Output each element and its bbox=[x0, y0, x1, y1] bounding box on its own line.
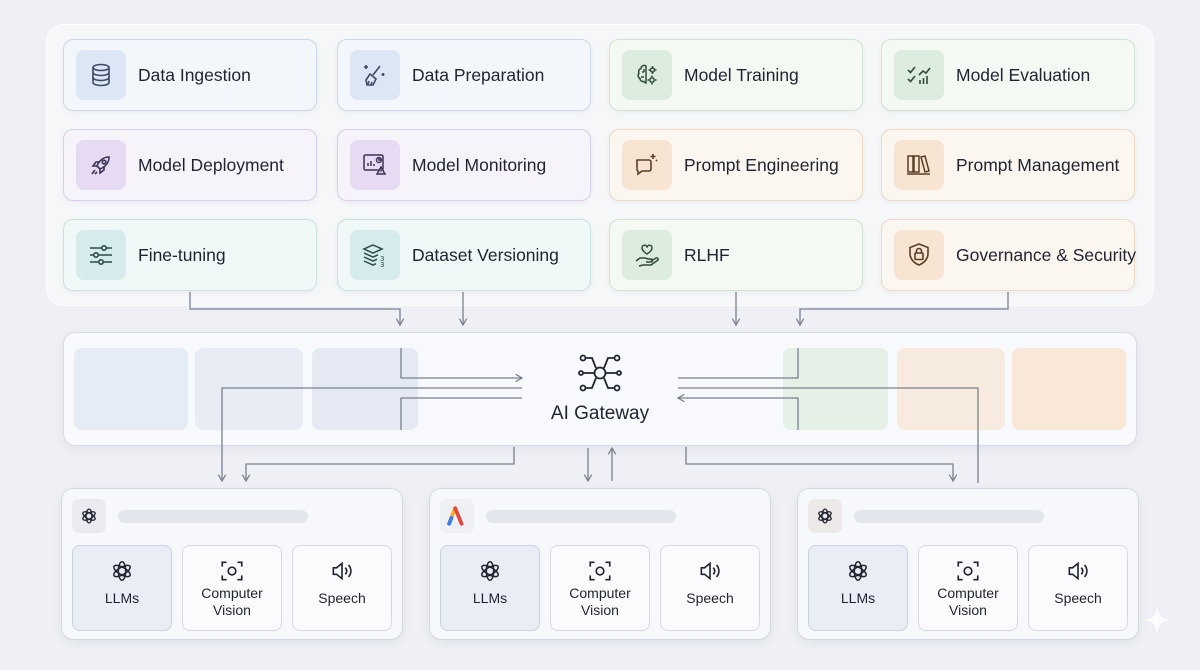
capability-speech[interactable]: Speech bbox=[660, 545, 760, 631]
network-hub-icon bbox=[578, 354, 622, 392]
capability-label: Speech bbox=[686, 590, 734, 606]
ai-gateway-label: AI Gateway bbox=[550, 403, 650, 424]
provider-card-2[interactable]: LLMs Computer Vision Speech bbox=[429, 488, 771, 640]
gateway-placeholder-tile bbox=[1012, 348, 1126, 430]
capability-speech[interactable]: Speech bbox=[292, 545, 392, 631]
tool-governance-security[interactable]: Governance & Security bbox=[881, 219, 1136, 291]
tool-prompt-management[interactable]: Prompt Management bbox=[881, 129, 1135, 201]
openai-logo-icon bbox=[72, 499, 106, 533]
speaker-icon bbox=[700, 561, 720, 581]
tool-label: Dataset Versioning bbox=[412, 244, 559, 265]
tool-data-ingestion[interactable]: Data Ingestion bbox=[63, 39, 317, 111]
capability-label: LLMs bbox=[472, 590, 508, 606]
tool-label: Model Monitoring bbox=[412, 154, 547, 175]
capability-computer-vision[interactable]: Computer Vision bbox=[550, 545, 650, 631]
svg-text:3: 3 bbox=[380, 261, 384, 269]
capability-label: Speech bbox=[1054, 590, 1102, 606]
capability-label: Computer Vision bbox=[569, 585, 631, 618]
sparkle-icon bbox=[1142, 604, 1172, 636]
tool-model-evaluation[interactable]: Model Evaluation bbox=[881, 39, 1135, 111]
openai-logo-icon bbox=[849, 561, 867, 581]
monitor-alert-icon bbox=[350, 140, 400, 190]
capability-label: Speech bbox=[318, 590, 366, 606]
tool-label: Prompt Engineering bbox=[684, 154, 839, 175]
focus-camera-icon bbox=[589, 561, 611, 581]
sliders-icon bbox=[76, 230, 126, 280]
tool-label: Data Ingestion bbox=[138, 64, 251, 85]
capability-computer-vision[interactable]: Computer Vision bbox=[918, 545, 1018, 631]
capability-llms[interactable]: LLMs bbox=[72, 545, 172, 631]
capability-label: Computer Vision bbox=[937, 585, 999, 618]
capability-llms[interactable]: LLMs bbox=[808, 545, 908, 631]
provider-card-1[interactable]: LLMs Computer Vision Speech bbox=[61, 488, 403, 640]
tool-model-deployment[interactable]: Model Deployment bbox=[63, 129, 317, 201]
capability-label: Computer Vision bbox=[201, 585, 263, 618]
capability-llms[interactable]: LLMs bbox=[440, 545, 540, 631]
brain-gear-icon bbox=[622, 50, 672, 100]
shield-lock-icon bbox=[894, 230, 944, 280]
tool-rlhf[interactable]: RLHF bbox=[609, 219, 863, 291]
arrow-gateway-to-provider bbox=[241, 447, 515, 483]
openai-logo-icon bbox=[481, 561, 499, 581]
speaker-icon bbox=[1068, 561, 1088, 581]
checks-chart-icon bbox=[894, 50, 944, 100]
focus-camera-icon bbox=[957, 561, 979, 581]
binders-icon bbox=[894, 140, 944, 190]
tool-label: Model Evaluation bbox=[956, 64, 1091, 85]
tool-model-monitoring[interactable]: Model Monitoring bbox=[337, 129, 591, 201]
focus-camera-icon bbox=[221, 561, 243, 581]
gateway-placeholder-tile bbox=[195, 348, 303, 430]
provider-name-placeholder bbox=[486, 510, 676, 523]
database-icon bbox=[76, 50, 126, 100]
gateway-placeholder-tile bbox=[312, 348, 418, 430]
tool-label: Model Deployment bbox=[138, 154, 284, 175]
capability-speech[interactable]: Speech bbox=[1028, 545, 1128, 631]
tool-fine-tuning[interactable]: Fine-tuning bbox=[63, 219, 317, 291]
broom-sparkle-icon bbox=[350, 50, 400, 100]
gateway-placeholder-tile bbox=[74, 348, 188, 430]
provider-name-placeholder bbox=[118, 510, 308, 523]
tool-label: Fine-tuning bbox=[138, 244, 226, 265]
capability-label: LLMs bbox=[104, 590, 140, 606]
provider-name-placeholder bbox=[854, 510, 1044, 523]
openai-logo-icon bbox=[808, 499, 842, 533]
a-brand-logo-icon bbox=[440, 499, 474, 533]
provider-card-3[interactable]: LLMs Computer Vision Speech bbox=[797, 488, 1139, 640]
capability-label: LLMs bbox=[840, 590, 876, 606]
rocket-icon bbox=[76, 140, 126, 190]
chat-sparkle-icon bbox=[622, 140, 672, 190]
tool-data-preparation[interactable]: Data Preparation bbox=[337, 39, 591, 111]
tool-prompt-engineering[interactable]: Prompt Engineering bbox=[609, 129, 863, 201]
svg-text:3: 3 bbox=[380, 255, 384, 263]
gateway-placeholder-tile bbox=[897, 348, 1005, 430]
arrow-gateway-to-provider bbox=[685, 447, 958, 483]
tool-label: Governance & Security bbox=[956, 244, 1136, 265]
tool-label: Data Preparation bbox=[412, 64, 545, 85]
tool-label: Model Training bbox=[684, 64, 799, 85]
speaker-icon bbox=[332, 561, 352, 581]
tool-label: RLHF bbox=[684, 244, 730, 265]
hand-heart-icon bbox=[622, 230, 672, 280]
capability-computer-vision[interactable]: Computer Vision bbox=[182, 545, 282, 631]
tool-model-training[interactable]: Model Training bbox=[609, 39, 863, 111]
tool-label: Prompt Management bbox=[956, 154, 1120, 175]
gateway-placeholder-tile bbox=[783, 348, 888, 430]
openai-logo-icon bbox=[113, 561, 131, 581]
